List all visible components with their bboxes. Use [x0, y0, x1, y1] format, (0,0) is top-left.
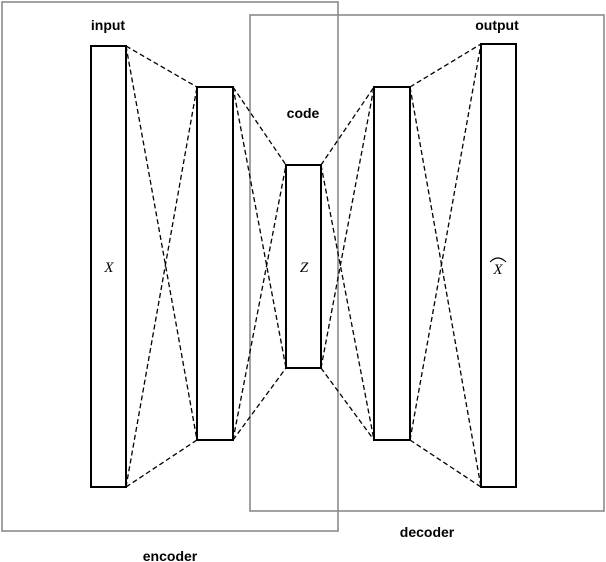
decoder-frame	[249, 14, 605, 512]
code-label: code	[287, 105, 320, 121]
code-variable: Z	[300, 260, 309, 276]
input-variable: X	[103, 260, 114, 276]
connections-code-to-decoder-hidden	[320, 86, 375, 441]
decoder-hidden-layer	[373, 86, 411, 441]
connections-encoder-hidden-to-code	[232, 86, 287, 441]
encoder-hidden-layer	[196, 86, 234, 441]
connections-input-to-encoder-hidden	[125, 45, 198, 488]
code-layer	[285, 164, 322, 369]
decoder-label: decoder	[400, 524, 455, 540]
output-variable: X	[492, 262, 503, 278]
input-layer	[90, 45, 127, 488]
input-label: input	[91, 17, 126, 33]
encoder-label: encoder	[143, 548, 198, 562]
output-layer	[480, 43, 517, 488]
encoder-frame	[1, 1, 339, 532]
connections-decoder-hidden-to-output	[409, 43, 482, 488]
output-hat-accent	[489, 257, 507, 263]
output-label: output	[475, 17, 519, 33]
